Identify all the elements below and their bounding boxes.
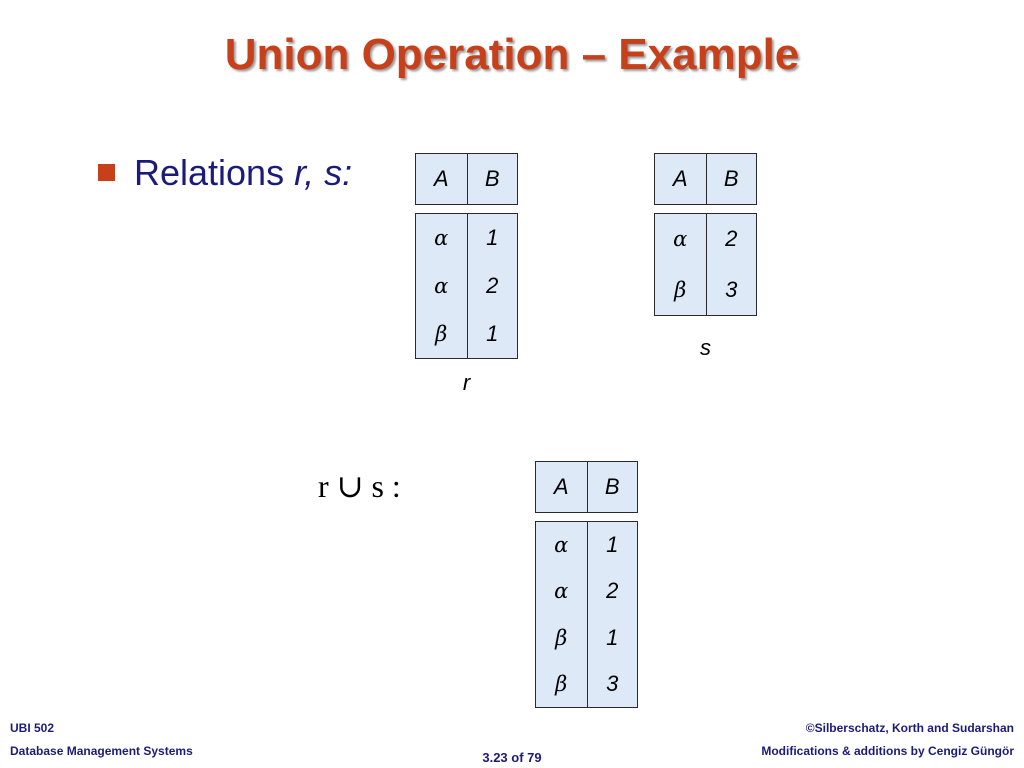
column-a: α α β β — [536, 522, 587, 707]
union-expression: r ∪ s : — [318, 468, 401, 504]
table-cell: α — [434, 226, 449, 250]
bullet-relations: Relations r, s: — [98, 152, 352, 194]
relation-union-header: A B — [535, 461, 638, 513]
column-a: α α β — [416, 214, 467, 358]
header-b: B — [705, 154, 757, 204]
relation-s-caption: s — [700, 335, 711, 360]
table-cell: 2 — [486, 273, 499, 298]
table-cell: 1 — [486, 225, 499, 250]
table-cell: α — [434, 274, 449, 298]
footer-copyright: ©Silberschatz, Korth and Sudarshan — [805, 721, 1014, 735]
table-cell: 3 — [606, 670, 619, 696]
relation-r-header: A B — [415, 153, 518, 205]
table-cell: α — [673, 227, 688, 252]
column-a: α β — [655, 214, 706, 315]
table-cell: 1 — [606, 624, 619, 650]
column-b: 1 2 1 — [466, 214, 518, 358]
table-cell: α — [554, 579, 569, 604]
table-cell: 1 — [606, 532, 619, 558]
column-b: 2 3 — [705, 214, 757, 315]
table-cell: β — [435, 322, 448, 346]
table-cell: β — [555, 625, 568, 650]
header-a: A — [553, 474, 569, 499]
table-cell: α — [554, 533, 569, 558]
footer-subtitle: Database Management Systems — [10, 744, 193, 758]
relation-union-body: α α β β 1 2 1 3 — [535, 521, 638, 708]
header-b: B — [586, 462, 638, 512]
relation-r-caption: r — [462, 370, 471, 395]
relation-s-body: α β 2 3 — [654, 213, 757, 316]
column-b: 1 2 1 3 — [586, 522, 638, 707]
relation-s-header: A B — [654, 153, 757, 205]
bullet-text: Relations — [134, 152, 285, 193]
footer-course: UBI 502 — [10, 721, 55, 735]
footer-modifications: Modifications & additions by Cengiz Güng… — [761, 744, 1014, 758]
header-a: A — [672, 166, 688, 191]
bullet-vars: r, s: — [294, 152, 353, 193]
footer-page-number: 3.23 of 79 — [482, 750, 542, 765]
table-cell: β — [674, 277, 687, 302]
table-cell: 2 — [725, 226, 738, 252]
relation-r-body: α α β 1 2 1 — [415, 213, 518, 359]
square-bullet-icon — [98, 163, 115, 181]
table-cell: 2 — [606, 578, 619, 604]
header-a: A — [433, 166, 449, 191]
table-cell: 3 — [725, 276, 738, 302]
slide-title: Union Operation – Example — [224, 30, 800, 79]
table-cell: 1 — [486, 321, 499, 346]
table-cell: β — [555, 671, 568, 696]
header-b: B — [466, 154, 518, 204]
